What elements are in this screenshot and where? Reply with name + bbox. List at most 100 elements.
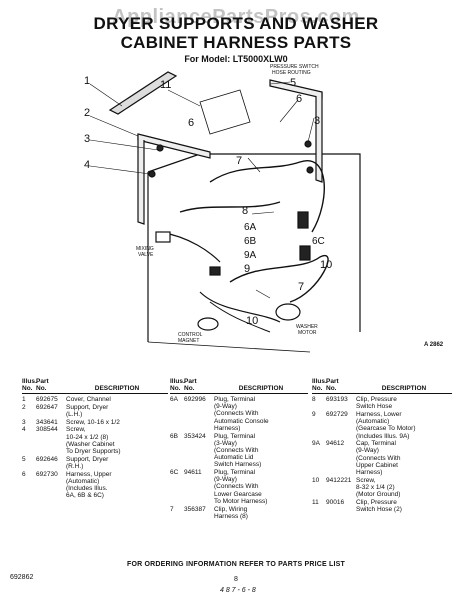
callout-6b: 6B [244, 236, 257, 247]
illus-number: 1 [22, 396, 26, 403]
label-mixing: MIXING [136, 246, 154, 252]
illus-number: 4 [22, 426, 26, 434]
page-code: 692862 [10, 574, 34, 581]
part-description: Cap, Terminal (9-Way) (Connects With Upp… [356, 440, 401, 477]
illus-number: 6A [170, 396, 178, 403]
label-motor: MOTOR [298, 330, 317, 336]
part-description: Plug, Terminal (9-Way) (Connects With Au… [214, 396, 269, 432]
cover-channel [108, 71, 178, 115]
label-control: CONTROL [178, 332, 203, 338]
table-row: 2 692647 Support, Dryer (L.H.) [22, 404, 168, 418]
callout-4: 4 [84, 159, 90, 171]
part-description: Cover, Channel [66, 396, 111, 403]
page-number: 8 [234, 576, 238, 583]
part-description: Screw, 8-32 x 1/4 (2) (Motor Ground) [356, 476, 401, 499]
exploded-parts-diagram: 1 2 3 4 11 6 5 6 3 7 8 6A 6B 9A 9 10 6C … [84, 64, 361, 353]
table-row: 9 692729 Harness, Lower (Automatic) (Gearc… [312, 411, 452, 440]
lower-harness [229, 254, 329, 303]
part-description: Plug, Terminal (9-Way) (Connects With Lo… [214, 469, 268, 505]
illus-number: 5 [22, 455, 26, 463]
table-row: 6A 692996 Plug, Terminal (9-Way) (Connects… [170, 396, 308, 432]
callout-9: 9 [244, 263, 250, 275]
part-number: 94611 [184, 469, 202, 477]
illus-number: 6B [170, 432, 178, 440]
part-number: 693193 [326, 396, 348, 403]
upper-harness [209, 160, 325, 233]
part-description: Harness, Upper (Automatic) (Includes Ill… [66, 470, 112, 500]
illus-number: 6C [170, 469, 179, 477]
dryer-support-left [137, 133, 211, 159]
callout-1: 1 [84, 75, 90, 87]
callout-10-right: 10 [320, 259, 332, 271]
part-description: Clip, Pressure Switch Hose (2) [356, 498, 402, 514]
part-number: 692996 [184, 396, 206, 403]
illus-number: 2 [22, 403, 26, 411]
part-number: 692729 [326, 410, 348, 418]
illus-number: 9A [312, 440, 320, 448]
part-description: Screw, 10-16 x 1/2 [66, 418, 120, 426]
table-row: 10 9412221 Screw, 8-32 x 1/4 (2) (Motor Gr… [312, 477, 452, 499]
part-number: 90016 [326, 498, 345, 506]
callout-11: 11 [160, 79, 171, 91]
table-row: 11 90016 Clip, Pressure Switch Hose (2) [312, 499, 452, 513]
part-description: Clip, Wiring Harness (8) [214, 505, 248, 520]
callout-3-right: 3 [314, 115, 320, 127]
part-description: Support, Dryer (R.H.) [66, 455, 109, 470]
illus-number: 11 [312, 498, 319, 506]
part-number: 692675 [36, 396, 58, 403]
part-number: 692647 [36, 403, 58, 411]
part-description: Screw, 10-24 x 1/2 (8) (Washer Cabinet T… [66, 426, 121, 455]
table-row: 9A 94612 Cap, Terminal (9-Way) (Connects W… [312, 440, 452, 476]
part-number: 343641 [36, 418, 58, 426]
part-number: 308544 [36, 426, 58, 434]
part-description: Support, Dryer (L.H.) [66, 403, 109, 418]
callout-7-lower: 7 [298, 281, 304, 293]
illus-number: 8 [312, 396, 316, 403]
ordering-info: FOR ORDERING INFORMATION REFER TO PARTS … [126, 561, 346, 568]
page-title: DRYER SUPPORTS AND WASHER CABINET HARNES… [0, 14, 472, 52]
callout-6a: 6A [244, 222, 257, 233]
table-row: 1 692675 Cover, Channel [22, 396, 168, 403]
label-valve: VALVE [138, 252, 154, 258]
callout-6c: 6C [312, 236, 325, 247]
part-number: 356387 [184, 505, 206, 513]
callout-5: 5 [290, 77, 296, 89]
part-number: 94612 [326, 440, 345, 448]
label-pressure-switch: PRESSURE SWITCH [270, 64, 319, 70]
model-number: For Model: LT5000XLW0 [184, 54, 288, 64]
callout-3: 3 [84, 133, 90, 145]
illus-number: 6 [22, 470, 26, 478]
callout-7: 7 [236, 155, 242, 167]
cabinet-top-edge [147, 153, 361, 332]
callout-6: 6 [296, 93, 302, 105]
table-row: 4 308544 Screw, 10-24 x 1/2 (8) (Washer Ca… [22, 426, 168, 455]
illus-number: 10 [312, 476, 320, 484]
callout-9a: 9A [244, 250, 257, 261]
handwritten-note: 4 8 7 - 6 - 8 [220, 587, 256, 594]
label-washer: WASHER [296, 324, 318, 330]
part-number: 9412221 [326, 476, 352, 484]
part-description: Plug, Terminal (3-Way) (Connects With Au… [214, 432, 262, 469]
part-number: 353424 [184, 432, 206, 440]
title-line-1: DRYER SUPPORTS AND WASHER [93, 14, 379, 33]
title-line-2: CABINET HARNESS PARTS [120, 33, 352, 52]
part-description: Harness, Lower (Automatic) (Gearcase To … [356, 410, 416, 440]
label-hose-routing: HOSE ROUTING [272, 70, 311, 76]
figure-id: A 2862 [424, 342, 444, 348]
illus-number: 9 [312, 410, 316, 418]
callout-6-top: 6 [188, 117, 194, 129]
label-magnet: MAGNET [178, 338, 199, 344]
callout-10: 10 [246, 315, 258, 327]
